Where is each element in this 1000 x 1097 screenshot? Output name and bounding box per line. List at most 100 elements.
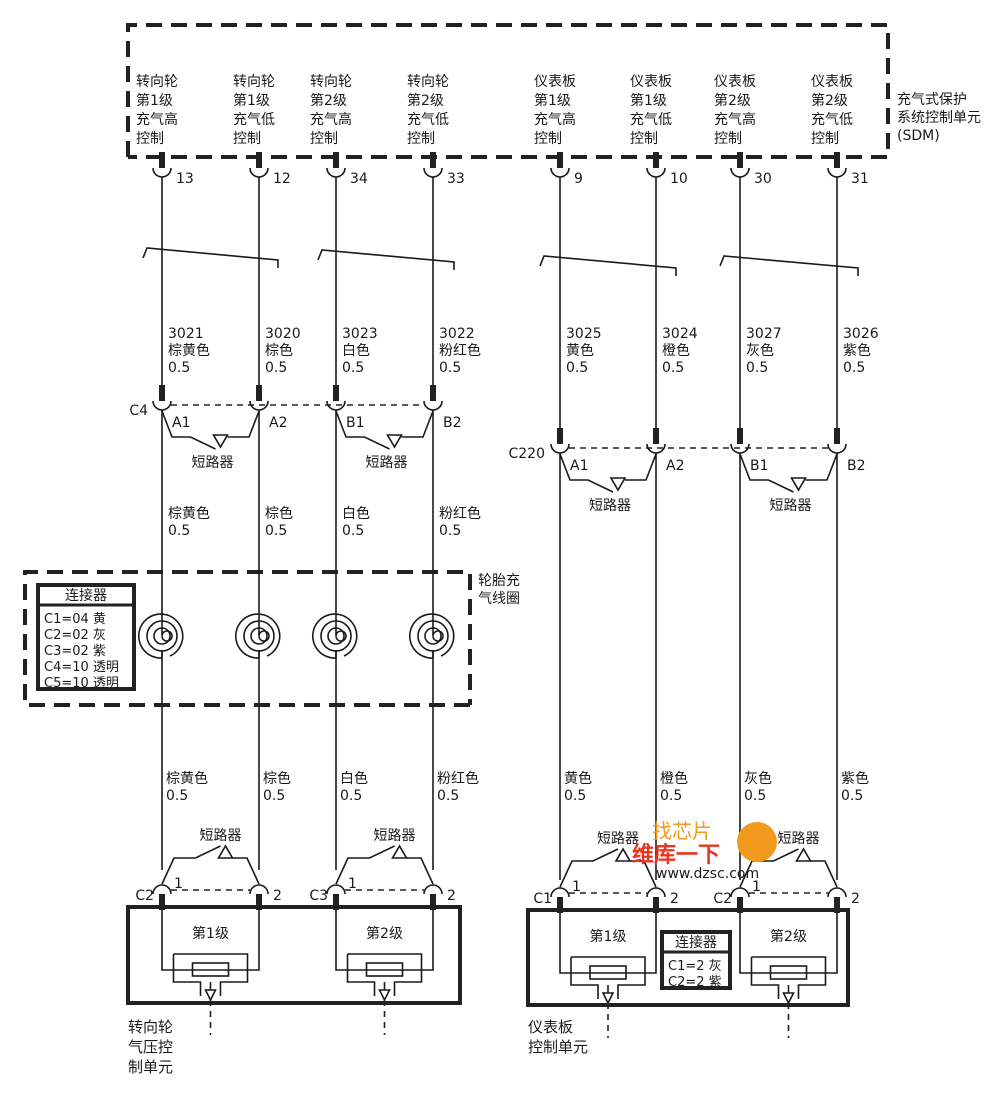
connector-cup [249, 400, 269, 411]
internal-wire [559, 913, 657, 974]
connector-cup [646, 167, 666, 178]
pin-terminal [333, 152, 339, 168]
twisted-pair-mark [142, 247, 279, 268]
connector-terminal [159, 894, 165, 910]
connector-id: C2 [135, 888, 154, 904]
clockspring-coil [409, 613, 455, 659]
connector-cup [249, 167, 269, 178]
connector-id: C220 [509, 446, 546, 462]
connector-pin-label: 1 [174, 876, 183, 892]
module-label: 气压控 [128, 1038, 173, 1056]
connector-pin-label: B2 [443, 415, 462, 431]
squib-element [191, 962, 230, 977]
internal-wire [161, 910, 260, 971]
shorting-bar-label: 短路器 [374, 828, 416, 844]
table-row: C2=2 紫 [668, 975, 722, 990]
circuit-function-label: 第2级 [714, 92, 751, 109]
connector-cup [646, 887, 666, 898]
pin-terminal [834, 152, 840, 168]
wire-color: 白色 [342, 505, 370, 522]
internal-wire [335, 910, 434, 971]
pin-terminal [159, 152, 165, 168]
initiator-housing [751, 956, 827, 999]
connector-cup [423, 400, 443, 411]
connector-cup [423, 167, 443, 178]
initiator-housing [750, 957, 780, 999]
watermark-text: 找芯片 [652, 819, 712, 843]
connector-pin-label: B1 [750, 458, 769, 474]
module-label: 制单元 [128, 1058, 173, 1076]
wire-color: 白色 [340, 770, 368, 787]
sdm-label: 充气式保护 [897, 92, 967, 108]
module-label: 控制单元 [528, 1038, 588, 1056]
stage-label: 第2级 [366, 925, 403, 942]
circuit-function-label: 控制 [136, 131, 164, 147]
connector-terminal [834, 897, 840, 913]
pin-number: 9 [574, 171, 583, 187]
connector-terminal [256, 385, 262, 401]
shorting-contact-triangle [217, 844, 234, 859]
wire-color: 粉红色 [439, 505, 481, 522]
initiator-housing [347, 953, 423, 996]
wire-color: 棕色 [263, 770, 291, 787]
output-arrow-icon [782, 992, 795, 1005]
wire-color: 棕色 [265, 342, 293, 359]
watermark-text: 维库一下 [632, 842, 720, 868]
circuit-function-label: 控制 [714, 131, 742, 147]
circuit-function-label: 第2级 [811, 92, 848, 109]
shorting-contact-triangle [212, 434, 229, 449]
connector-id: C1 [533, 891, 552, 907]
wire-color: 棕黄色 [166, 770, 208, 787]
wire-gauge: 0.5 [166, 788, 188, 804]
shorting-bar-label: 短路器 [597, 831, 639, 847]
wire-color: 粉红色 [439, 342, 481, 359]
connector-pin-label: 1 [752, 879, 761, 895]
initiator-housing [346, 954, 376, 996]
module-label: 仪表板 [528, 1018, 573, 1036]
connector-terminal [653, 897, 659, 913]
circuit-number: 3025 [566, 326, 602, 342]
wire-gauge: 0.5 [437, 788, 459, 804]
coil-spiral [327, 627, 345, 645]
connector-cup [423, 884, 443, 895]
wire-color: 灰色 [744, 770, 772, 787]
shorting-contact-triangle [609, 477, 627, 492]
clockspring-coil [312, 613, 358, 659]
table-row: C1=04 黄 [44, 612, 106, 627]
connector-pin-label: B2 [847, 458, 866, 474]
circuit-function-label: 第1级 [534, 92, 571, 109]
wire-gauge: 0.5 [263, 788, 285, 804]
shorting-switch [227, 410, 260, 438]
connector-id: C2 [713, 891, 732, 907]
connector-cup [550, 167, 570, 178]
connector-cup [646, 443, 666, 454]
table-row: C2=02 灰 [44, 628, 106, 643]
connector-cup [152, 884, 172, 895]
connector-pin-label: 2 [447, 888, 456, 904]
circuit-function-label: 控制 [534, 131, 562, 147]
connector-color-table [36, 583, 136, 691]
connector-pin-label: A1 [172, 415, 190, 431]
wire-gauge: 0.5 [439, 523, 461, 539]
circuit-function-label: 充气高 [534, 111, 576, 128]
pin-terminal [256, 152, 262, 168]
connector-cup [827, 167, 847, 178]
connector-id: C3 [309, 888, 328, 904]
wire-gauge: 0.5 [662, 360, 684, 376]
circuit-number: 3021 [168, 326, 204, 342]
wire-gauge: 0.5 [340, 788, 362, 804]
wire-color: 棕色 [265, 505, 293, 522]
shorting-switch [161, 410, 216, 450]
module-label: 转向轮 [128, 1018, 173, 1036]
coil-spiral [250, 627, 268, 645]
shorting-switch [630, 860, 657, 888]
connector-terminal [557, 428, 563, 444]
coil-spiral [153, 627, 171, 645]
circuit-number: 3023 [342, 326, 378, 342]
connector-cup [326, 167, 346, 178]
shorting-switch [161, 845, 221, 885]
circuit-function-label: 充气高 [714, 111, 756, 128]
twisted-pair-mark [317, 249, 455, 270]
connector-pin-label: 2 [851, 891, 860, 907]
